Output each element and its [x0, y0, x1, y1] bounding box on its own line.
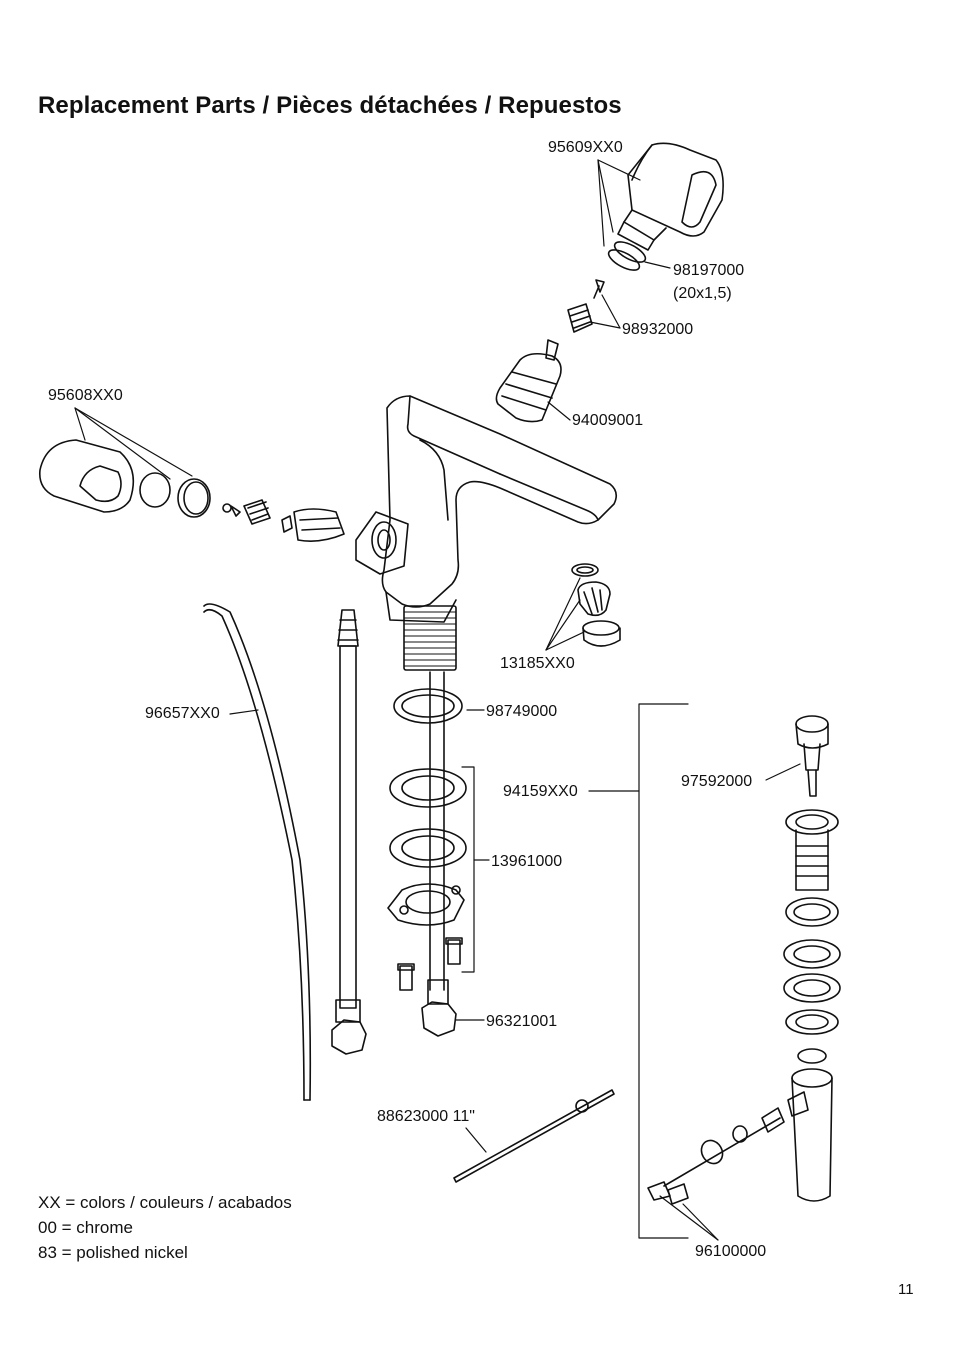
aerator-13185: [571, 563, 621, 647]
popup-rod-88623: [453, 1089, 615, 1183]
label-94159: 94159XX0: [503, 783, 578, 800]
cartridge-94009: [495, 339, 562, 423]
label-98197-size: (20x1,5): [673, 285, 732, 302]
washers-98749-13961: [387, 688, 467, 926]
left-handle-95608: [38, 439, 345, 542]
flex-hose-96657: [203, 603, 312, 1101]
drain-gaskets: [783, 897, 841, 1064]
legend-line-xx: XX = colors / couleurs / acabados: [38, 1193, 292, 1212]
label-88623: 88623000 11": [377, 1108, 475, 1125]
color-legend: XX = colors / couleurs / acabados 00 = c…: [38, 1190, 292, 1265]
label-13961: 13961000: [491, 853, 562, 870]
drain-body: [787, 1068, 833, 1202]
page-title: Replacement Parts / Pièces détachées / R…: [38, 92, 622, 119]
label-94009: 94009001: [572, 412, 643, 429]
legend-line-83: 83 = polished nickel: [38, 1243, 188, 1262]
screw-insert-98932: [567, 279, 605, 333]
label-98197: 98197000: [673, 262, 744, 279]
label-95608: 95608XX0: [48, 387, 123, 404]
stopper-97592: [795, 715, 829, 797]
drain-flange: [785, 809, 839, 891]
leader-lines: [74, 159, 801, 1241]
supply-pipe-left: [331, 609, 367, 1055]
label-96321: 96321001: [486, 1013, 557, 1030]
label-13185: 13185XX0: [500, 655, 575, 672]
label-98932: 98932000: [622, 321, 693, 338]
page-number: 11: [898, 1281, 914, 1298]
right-handle-95609: [617, 142, 724, 251]
label-97592: 97592000: [681, 773, 752, 790]
label-98749: 98749000: [486, 703, 557, 720]
label-96100: 96100000: [695, 1243, 766, 1260]
legend-line-00: 00 = chrome: [38, 1218, 133, 1237]
pivot-rod-96100: [647, 1107, 785, 1205]
mounting-screws: [397, 937, 463, 991]
label-96657: 96657XX0: [145, 705, 220, 722]
faucet-body: [355, 395, 618, 671]
o-rings-98197: [607, 241, 647, 271]
label-95609: 95609XX0: [548, 139, 623, 156]
